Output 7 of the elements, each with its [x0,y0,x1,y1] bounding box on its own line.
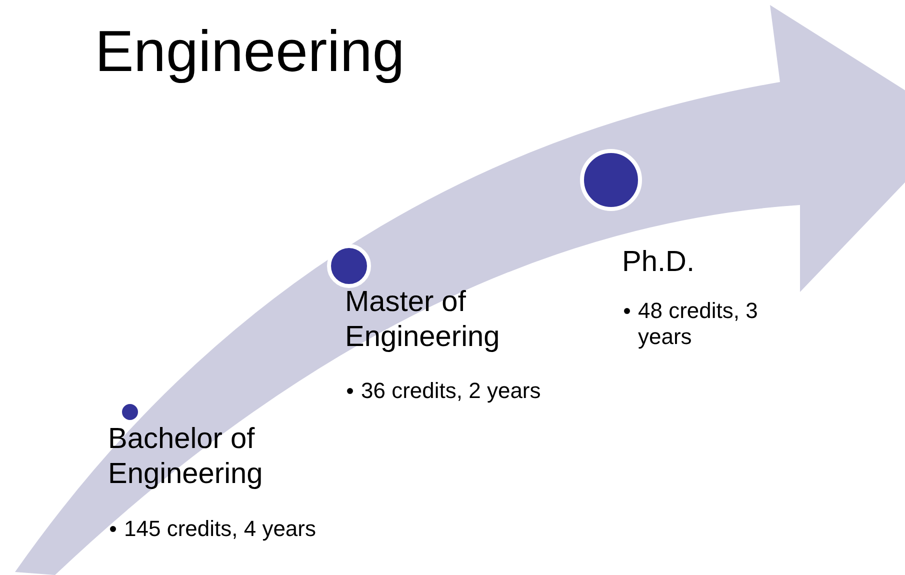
stage-detail: 145 credits, 4 years [124,516,316,542]
stage-heading: Master of Engineering [345,285,501,355]
title: Engineering [95,18,405,85]
stage-heading: Ph.D. [622,245,696,280]
stage-detail: 36 credits, 2 years [361,378,541,404]
stage-detail: 48 credits, 3 years [638,298,759,351]
stage-heading: Bachelor of Engineering [108,422,264,492]
